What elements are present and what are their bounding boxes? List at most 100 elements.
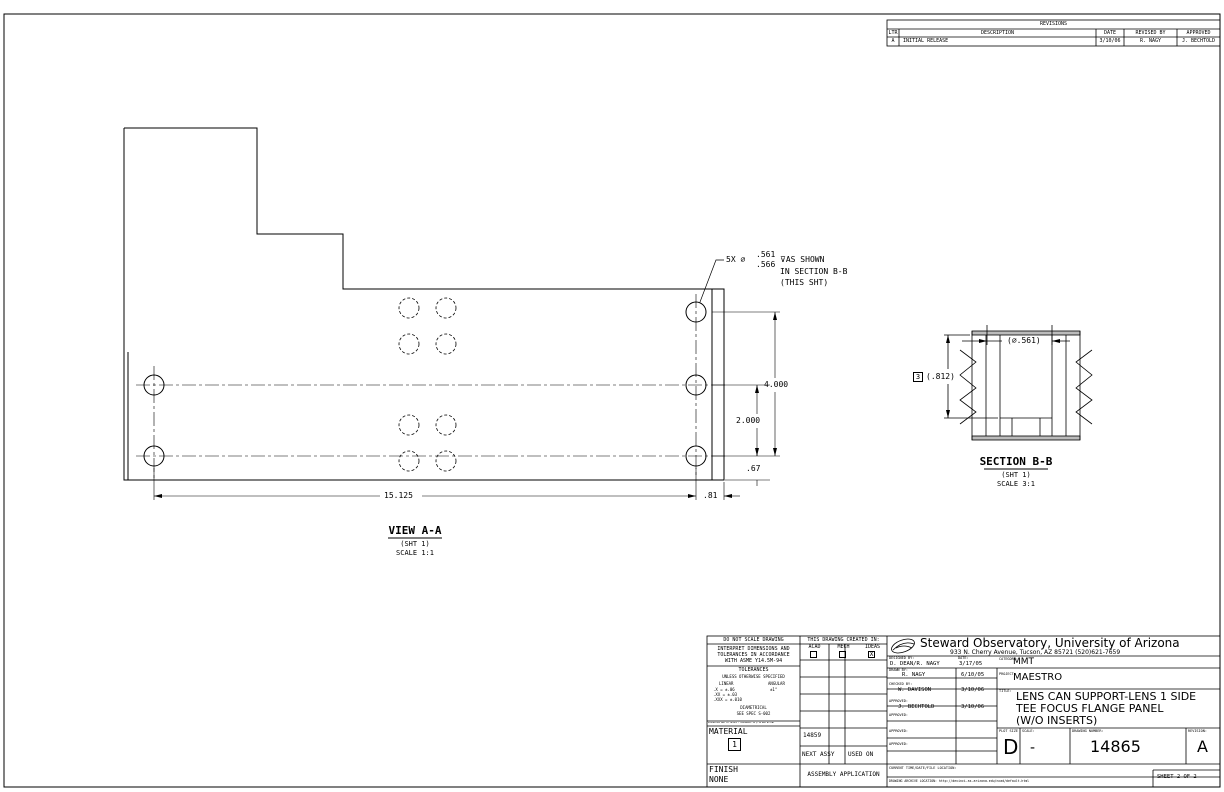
dim-mid: 2.000 [736,416,761,425]
hole-dim-upper: .561 [756,250,776,259]
project-label: PROJECT: [999,672,1016,676]
designed-by: D. DEAN/R. NAGY [890,661,940,667]
rev-cell-description: INITIAL RELEASE [903,38,949,44]
plot-size-value: D [1003,735,1019,759]
revision-value: A [1197,737,1208,756]
archive-location: DRAWING ARCHIVE LOCATION: http://devinci… [889,779,1030,783]
do-not-scale: DO NOT SCALE DRAWING [723,637,784,643]
rev-header-description: DESCRIPTION [980,30,1015,36]
fine-print: DIMENSIONS ARE IN INCHES / ROUGHNESS IN … [708,722,775,724]
designed-date: 3/17/05 [959,661,983,667]
checked-date: 3/10/06 [961,687,985,693]
hole-dim-lower: .566 [756,260,776,269]
hole-callout-sheet: (THIS SHT) [780,278,829,287]
scale-label: SCALE: [1022,729,1035,733]
view-a-title: VIEW A-A [388,524,442,537]
title-block-grid [706,635,1221,788]
see-spec: SEE SPEC S-002 [736,711,771,716]
interpret-line-2: TOLERANCES IN ACCORDANCE [717,652,790,658]
material-label: MATERIAL [709,727,748,736]
category-label: CATEGORY: [999,657,1018,661]
category-value: MMT [1013,657,1035,667]
section-dim-dia: (⌀.561) [1007,336,1041,345]
section-b-scale: SCALE 3:1 [997,480,1035,488]
cad-option-acad: ACAD [808,644,821,650]
designed-by-label: DESIGNED BY: [889,656,915,660]
rev-header-date: DATE [1103,30,1117,36]
section-dim-depth: (.812) [926,372,955,381]
project-value: MAESTRO [1013,672,1063,683]
rev-cell-revised-by: R. NAGY [1139,38,1162,44]
dim-width: 15.125 [384,491,413,500]
angular-label: ANGULAR [768,681,785,686]
section-b-arrowheads [946,335,1060,418]
angular-tolerance: ±1° [770,687,778,692]
plot-size-label: PLOT SIZE [999,729,1018,733]
unless-specified: UNLESS OTHERWISE SPECIFIED [722,674,785,679]
rev-cell-ltr: A [891,38,895,44]
view-a-dimensions [153,311,780,500]
interpret-line-3: WITH ASME Y14.5M-94 [724,658,783,664]
drawing-number-label: DRAWING NUMBER: [1072,729,1104,733]
hole-callout-qty: 5X ⌀ [726,255,746,264]
revision-label: REVISION: [1188,729,1207,733]
rev-cell-date: 3/10/06 [1099,38,1121,44]
ideas-checkbox: X [868,651,875,658]
tolerances-heading: TOLERANCES [738,667,769,673]
cad-option-ideas: IDEAS [864,644,881,650]
finish-label: FINISH [709,765,738,774]
drawing-title-line-3: (W/O INSERTS) [1016,714,1098,727]
rev-header-ltr: LTR [888,30,898,36]
insert-holes [398,297,457,472]
drawing-number: 14865 [1090,737,1141,756]
drawn-date: 6/10/05 [961,672,985,678]
dim-edge: .81 [703,491,718,500]
rev-header-approved: APPROVED [1186,30,1211,36]
interpret-line-1: INTERPRET DIMENSIONS AND [717,646,790,652]
used-on-label: USED ON [848,751,874,758]
hole-callout-section: IN SECTION B-B [780,267,848,276]
section-b-sheet: (SHT 1) [1001,471,1031,479]
checked-by-label: CHECKED BY: [889,682,913,686]
created-in-label: THIS DRAWING CREATED IN: [807,637,880,643]
part-outline [123,127,725,481]
date-label: DATE: [958,656,969,660]
assembly-application-label: ASSEMBLY APPLICATION [807,771,880,778]
hole-leader [699,259,724,303]
section-b-title: SECTION B-B [979,455,1053,468]
view-a-sheet: (SHT 1) [400,540,430,548]
diametrical-label: DIAMETRICAL [740,705,767,710]
arrowheads [154,312,777,498]
checked-by: W. DAVISON [898,687,932,693]
rev-cell-approved: J. BECHTOLD [1181,38,1216,44]
scale-value: - [1030,740,1036,756]
dim-bottom: .67 [746,464,761,473]
rev-header-revised-by: REVISED BY [1135,30,1166,36]
tolerance-1: .X = ±.06 [713,687,735,692]
note-flag: 3 [913,372,923,382]
revisions-grid [886,19,1221,47]
title-label: TITLE: [999,689,1012,693]
drawn-by-label: DRAWN BY: [889,668,908,672]
approved-by: J. BECHTOLD [898,704,935,710]
linear-label: LINEAR [719,681,734,686]
approved-label-2: APPROVED: [889,713,908,717]
current-time-label: CURRENT TIME/DATE/FILE LOCATION: [889,766,957,770]
sheet-number: SHEET 2 OF 2 [1157,774,1197,780]
sheet-border [3,13,1221,788]
view-a-scale: SCALE 1:1 [396,549,434,557]
tolerance-3: .XXX = ±.010 [713,697,742,702]
dim-height: 4.000 [764,380,789,389]
center-lines [136,294,728,478]
holes [143,301,707,467]
material-note-flag: 1 [728,738,741,751]
approved-date: 3/10/06 [961,704,985,710]
hole-callout-depth: ⊽AS SHOWN [780,255,825,264]
cad-option-mech: MECH [837,644,850,650]
approved-label: APPROVED: [889,699,908,703]
revisions-title: REVISIONS [1039,21,1068,27]
next-assy-number: 14859 [803,732,822,739]
section-b-geometry [944,325,1093,441]
drawing-title-line-1: LENS CAN SUPPORT-LENS 1 SIDE [1016,690,1197,703]
